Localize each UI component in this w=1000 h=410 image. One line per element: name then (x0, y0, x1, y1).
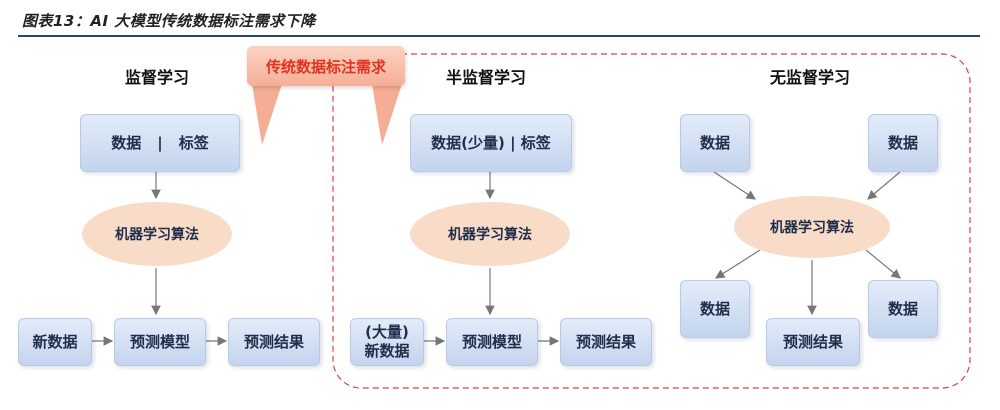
unsupervised-data-top-left: 数据 (680, 114, 750, 172)
supervised-algorithm: 机器学习算法 (82, 202, 232, 266)
supervised-separator: | (157, 133, 163, 152)
arrow-unsup-algo-to-bl (714, 249, 761, 279)
callout-pointer-right (372, 84, 402, 145)
supervised-output-box: 预测结果 (228, 318, 320, 366)
arrow-unsup-algo-to-br (865, 249, 901, 279)
unsupervised-output-box: 预测结果 (766, 318, 860, 366)
unsupervised-heading: 无监督学习 (770, 68, 851, 87)
supervised-heading: 监督学习 (125, 68, 190, 87)
supervised-data-label: 数据 (111, 133, 142, 152)
callout-pointer-left (252, 84, 282, 145)
semi-supervised-model-box: 预测模型 (446, 318, 538, 366)
supervised-data-label-box: 数据 | 标签 (80, 114, 240, 172)
unsupervised-data-bottom-right: 数据 (868, 280, 938, 338)
title-rule (18, 35, 980, 37)
unsupervised-algorithm: 机器学习算法 (734, 196, 890, 258)
unsupervised-data-bottom-left: 数据 (680, 280, 750, 338)
semi-supervised-input-line1: (大量) (365, 323, 409, 342)
semi-supervised-data-box: 数据(少量) | 标签 (410, 114, 572, 172)
semi-supervised-input-box: (大量) 新数据 (350, 318, 424, 366)
semi-supervised-heading: 半监督学习 (446, 68, 527, 87)
supervised-model-box: 预测模型 (114, 318, 206, 366)
supervised-input-box: 新数据 (18, 318, 92, 366)
traditional-annotation-callout: 传统数据标注需求 (247, 46, 405, 86)
arrow-unsup-tl-to-algo (713, 171, 757, 200)
semi-unsupervised-dashed-region (332, 53, 971, 389)
semi-supervised-output-box: 预测结果 (560, 318, 652, 366)
arrow-unsup-tr-to-algo (867, 171, 901, 200)
figure-title: 图表13：AI 大模型传统数据标注需求下降 (22, 12, 316, 30)
unsupervised-data-top-right: 数据 (868, 114, 938, 172)
semi-supervised-algorithm: 机器学习算法 (410, 202, 570, 266)
semi-supervised-input-line2: 新数据 (364, 342, 410, 360)
supervised-tag-label: 标签 (178, 133, 209, 152)
